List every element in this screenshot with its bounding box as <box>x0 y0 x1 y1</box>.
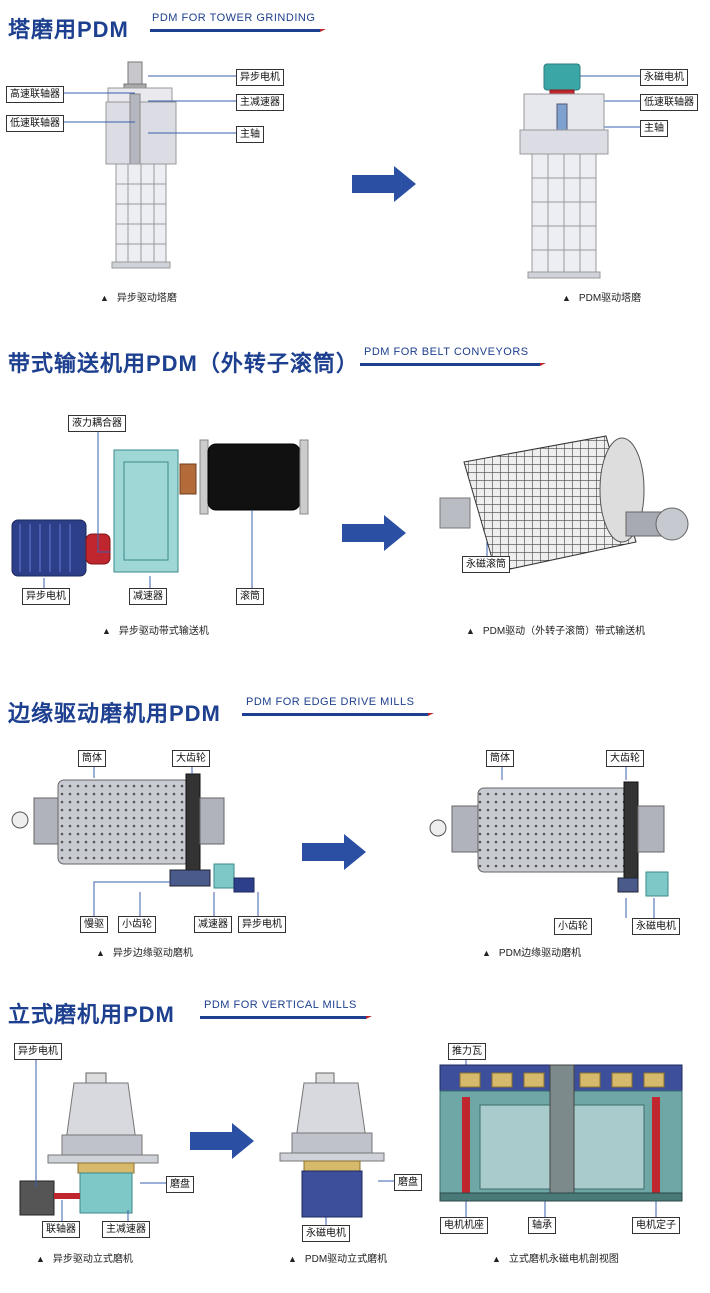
label-large-gear: 大齿轮 <box>606 750 644 767</box>
label-coupling: 联轴器 <box>42 1221 80 1238</box>
section-title: 塔磨用PDM <box>8 17 129 42</box>
section-underline <box>200 1016 372 1019</box>
label-grinding-disc: 磨盘 <box>394 1174 422 1191</box>
leader-lines <box>35 1057 657 1225</box>
label-bearing: 轴承 <box>528 1217 556 1234</box>
label-low-speed-coupling: 低速联轴器 <box>6 115 64 132</box>
label-main-shaft: 主轴 <box>236 126 264 143</box>
label-main-reducer: 主减速器 <box>102 1221 150 1238</box>
section-vertical-mills: 立式磨机用PDM PDM FOR VERTICAL MILLS 异步电机 磨盘 … <box>0 985 710 1293</box>
caption-left: ▲异步边缘驱动磨机 <box>96 948 193 959</box>
label-high-speed-coupling: 高速联轴器 <box>6 86 64 103</box>
label-async-motor: 异步电机 <box>236 69 284 86</box>
pdm-edge-mill-drawing <box>429 781 669 897</box>
label-pm-motor: 永磁电机 <box>632 918 680 935</box>
section-subtitle: PDM FOR TOWER GRINDING <box>152 12 316 24</box>
caption-right: ▲PDM驱动塔磨 <box>562 293 642 304</box>
caption-left: ▲异步驱动立式磨机 <box>36 1254 133 1265</box>
leader-lines <box>43 428 488 588</box>
caption-right: ▲PDM驱动（外转子滚筒）带式输送机 <box>466 626 646 637</box>
section-title: 立式磨机用PDM <box>8 1002 175 1027</box>
label-fluid-coupling: 液力耦合器 <box>68 415 126 432</box>
arrow-right-icon <box>342 515 406 551</box>
pdm-vertical-mill-drawing <box>279 1072 385 1218</box>
label-low-speed-coupling: 低速联轴器 <box>640 94 698 111</box>
label-shell: 筒体 <box>78 750 106 767</box>
section-subtitle: PDM FOR EDGE DRIVE MILLS <box>246 696 415 708</box>
label-shell: 筒体 <box>486 750 514 767</box>
label-pinion: 小齿轮 <box>118 916 156 933</box>
async-tower-mill-drawing <box>105 61 177 269</box>
label-async-motor: 异步电机 <box>14 1043 62 1060</box>
label-thrust-pad: 推力瓦 <box>448 1043 486 1060</box>
async-edge-mill-drawing <box>11 773 255 893</box>
async-vertical-mill-drawing <box>19 1072 159 1216</box>
pm-drum-drawing <box>439 435 689 573</box>
section-underline <box>360 363 546 366</box>
label-async-motor: 异步电机 <box>22 588 70 605</box>
label-reducer: 减速器 <box>194 916 232 933</box>
label-motor-stator: 电机定子 <box>632 1217 680 1234</box>
section-subtitle: PDM FOR BELT CONVEYORS <box>364 346 529 358</box>
pm-motor-cross-section-drawing <box>439 1064 683 1202</box>
caption-left: ▲异步驱动塔磨 <box>100 293 177 304</box>
label-pm-motor: 永磁电机 <box>640 69 688 86</box>
section-title: 带式输送机用PDM（外转子滚筒） <box>8 351 359 376</box>
section-belt-conveyors: 带式输送机用PDM（外转子滚筒） PDM FOR BELT CONVEYORS … <box>0 320 710 670</box>
caption-mid: ▲PDM驱动立式磨机 <box>288 1254 388 1265</box>
pdm-tower-mill-drawing <box>519 63 609 279</box>
section-title: 边缘驱动磨机用PDM <box>8 701 221 726</box>
section-edge-drive-mills: 边缘驱动磨机用PDM PDM FOR EDGE DRIVE MILLS <box>0 670 710 985</box>
label-reducer: 减速器 <box>129 588 167 605</box>
label-pm-drum: 永磁滚筒 <box>462 556 510 573</box>
caption-right: ▲立式磨机永磁电机剖视图 <box>492 1254 619 1265</box>
section-underline <box>150 29 326 32</box>
label-grinding-disc: 磨盘 <box>166 1176 194 1193</box>
leader-lines <box>93 765 655 918</box>
caption-left: ▲异步驱动带式输送机 <box>102 626 209 637</box>
arrow-right-icon <box>190 1123 254 1159</box>
label-drum: 滚筒 <box>236 588 264 605</box>
section-underline <box>242 713 434 716</box>
arrow-right-icon <box>302 834 366 870</box>
label-large-gear: 大齿轮 <box>172 750 210 767</box>
async-belt-conveyor-drawing <box>11 439 309 577</box>
label-main-reducer: 主减速器 <box>236 94 284 111</box>
label-main-shaft: 主轴 <box>640 120 668 137</box>
section-tower-grinding: 塔磨用PDM PDM FOR TOWER GRINDING 高速联轴器 <box>0 0 710 320</box>
caption-right: ▲PDM边缘驱动磨机 <box>482 948 582 959</box>
label-pinion: 小齿轮 <box>554 918 592 935</box>
label-slow-drive: 慢驱 <box>80 916 108 933</box>
arrow-right-icon <box>352 166 416 202</box>
label-async-motor: 异步电机 <box>238 916 286 933</box>
label-pm-motor: 永磁电机 <box>302 1225 350 1242</box>
section-subtitle: PDM FOR VERTICAL MILLS <box>204 999 357 1011</box>
label-motor-base: 电机机座 <box>440 1217 488 1234</box>
